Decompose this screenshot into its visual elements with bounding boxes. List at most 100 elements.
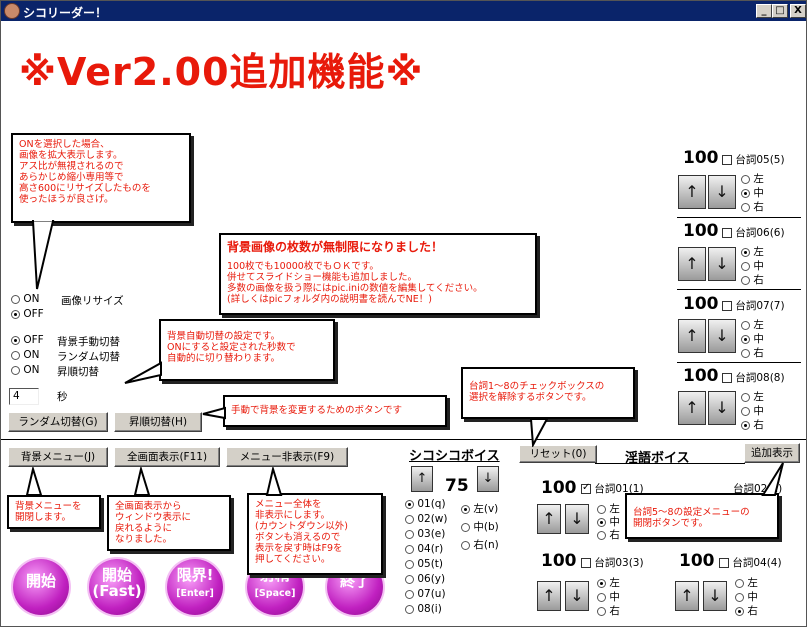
shiko-down-button[interactable]: ↓ [477,466,499,492]
shiko-option[interactable]: 07(u) [405,588,446,600]
shiko-pan-center[interactable]: 中(b) [461,519,499,534]
minimize-button[interactable]: _ [756,4,772,18]
pan-left[interactable]: 左 [741,244,764,259]
pan-center[interactable]: 中 [741,403,764,418]
checkbox-icon[interactable] [581,482,591,494]
radio-icon[interactable] [597,592,606,602]
shiko-option[interactable]: 03(e) [405,528,445,540]
radio-icon[interactable] [741,261,750,271]
radio-icon[interactable] [741,420,750,430]
bg-menu-button[interactable]: 背景メニュー(J) [8,447,108,467]
ascending-switch-button[interactable]: 昇順切替(H) [114,412,202,432]
line-checkbox[interactable]: 台詞07(7) [722,298,785,313]
pan-center[interactable]: 中 [597,589,620,604]
radio-icon[interactable] [741,188,750,198]
pan-center[interactable]: 中 [741,331,764,346]
line-checkbox[interactable]: 台詞01(1) [581,481,644,496]
radio-icon[interactable] [741,334,750,344]
pan-left[interactable]: 左 [597,575,620,590]
line-down-button[interactable]: ↓ [708,319,736,353]
line-checkbox[interactable]: 台詞04(4) [719,555,782,570]
pan-center[interactable]: 中 [741,258,764,273]
radio-icon[interactable] [597,504,606,514]
seconds-input[interactable]: 4 [9,388,39,405]
line-up-button[interactable]: ↑ [537,504,561,534]
line-up-button[interactable]: ↑ [678,175,706,209]
line-up-button[interactable]: ↑ [678,247,706,281]
radio-icon[interactable] [405,559,414,569]
radio-icon[interactable] [741,348,750,358]
bg-ascending-option[interactable]: ON [11,364,39,376]
pan-right[interactable]: 右 [741,272,764,287]
radio-icon[interactable] [405,514,414,524]
line-checkbox[interactable]: 台詞06(6) [722,225,785,240]
checkbox-icon[interactable] [722,301,732,311]
shiko-option[interactable]: 08(i) [405,603,442,615]
line-up-button[interactable]: ↑ [537,581,561,611]
fullscreen-button[interactable]: 全画面表示(F11) [114,447,220,467]
shiko-option[interactable]: 01(q) [405,498,446,510]
shiko-option[interactable]: 05(t) [405,558,443,570]
line-up-button[interactable]: ↑ [675,581,699,611]
radio-icon[interactable] [741,247,750,257]
radio-icon[interactable] [405,529,414,539]
radio-icon[interactable] [461,504,470,514]
shiko-pan-right[interactable]: 右(n) [461,537,499,552]
bg-random-option[interactable]: ON [11,349,39,361]
checkbox-icon[interactable] [722,155,732,165]
pan-center[interactable]: 中 [597,514,620,529]
pan-right[interactable]: 右 [597,603,620,618]
random-switch-button[interactable]: ランダム切替(G) [8,412,108,432]
line-up-button[interactable]: ↑ [678,391,706,425]
radio-icon[interactable] [461,540,470,550]
add-display-button[interactable]: 追加表示 [744,443,800,463]
close-button[interactable]: X [790,4,806,18]
pan-left[interactable]: 左 [741,389,764,404]
line-down-button[interactable]: ↓ [565,504,589,534]
radio-icon[interactable] [597,530,606,540]
radio-icon[interactable] [405,499,414,509]
pan-left[interactable]: 左 [735,575,758,590]
radio-icon[interactable] [741,406,750,416]
radio-icon[interactable] [735,606,744,616]
radio-icon[interactable] [405,544,414,554]
radio-icon[interactable] [741,275,750,285]
radio-icon[interactable] [11,309,20,319]
radio-icon[interactable] [741,174,750,184]
shiko-option[interactable]: 06(y) [405,573,445,585]
radio-icon[interactable] [11,335,20,345]
reset-button[interactable]: リセット(0) [519,445,597,463]
radio-icon[interactable] [741,202,750,212]
line-checkbox[interactable]: 台詞03(3) [581,555,644,570]
pan-left[interactable]: 左 [741,317,764,332]
checkbox-icon[interactable] [722,373,732,383]
pan-right[interactable]: 右 [597,527,620,542]
radio-icon[interactable] [741,392,750,402]
shiko-pan-left[interactable]: 左(v) [461,501,498,516]
pan-right[interactable]: 右 [741,199,764,214]
line-checkbox[interactable]: 台詞08(8) [722,370,785,385]
bg-off-option[interactable]: OFF [11,334,44,346]
radio-icon[interactable] [597,606,606,616]
resize-on-option[interactable]: ON [11,293,39,305]
radio-icon[interactable] [405,604,414,614]
line-down-button[interactable]: ↓ [708,175,736,209]
radio-icon[interactable] [741,320,750,330]
start-fast-button[interactable]: 開始(Fast) [89,559,145,615]
pan-left[interactable]: 左 [597,501,620,516]
radio-icon[interactable] [11,365,20,375]
checkbox-icon[interactable] [719,558,729,568]
line-down-button[interactable]: ↓ [565,581,589,611]
shiko-option[interactable]: 02(w) [405,513,448,525]
radio-icon[interactable] [11,350,20,360]
pan-center[interactable]: 中 [741,185,764,200]
line-down-button[interactable]: ↓ [708,391,736,425]
radio-icon[interactable] [735,592,744,602]
shiko-option[interactable]: 04(r) [405,543,443,555]
pan-right[interactable]: 右 [741,417,764,432]
radio-icon[interactable] [597,517,606,527]
menu-hide-button[interactable]: メニュー非表示(F9) [226,447,348,467]
maximize-button[interactable]: □ [772,4,788,18]
line-checkbox[interactable]: 台詞05(5) [722,152,785,167]
radio-icon[interactable] [461,522,470,532]
